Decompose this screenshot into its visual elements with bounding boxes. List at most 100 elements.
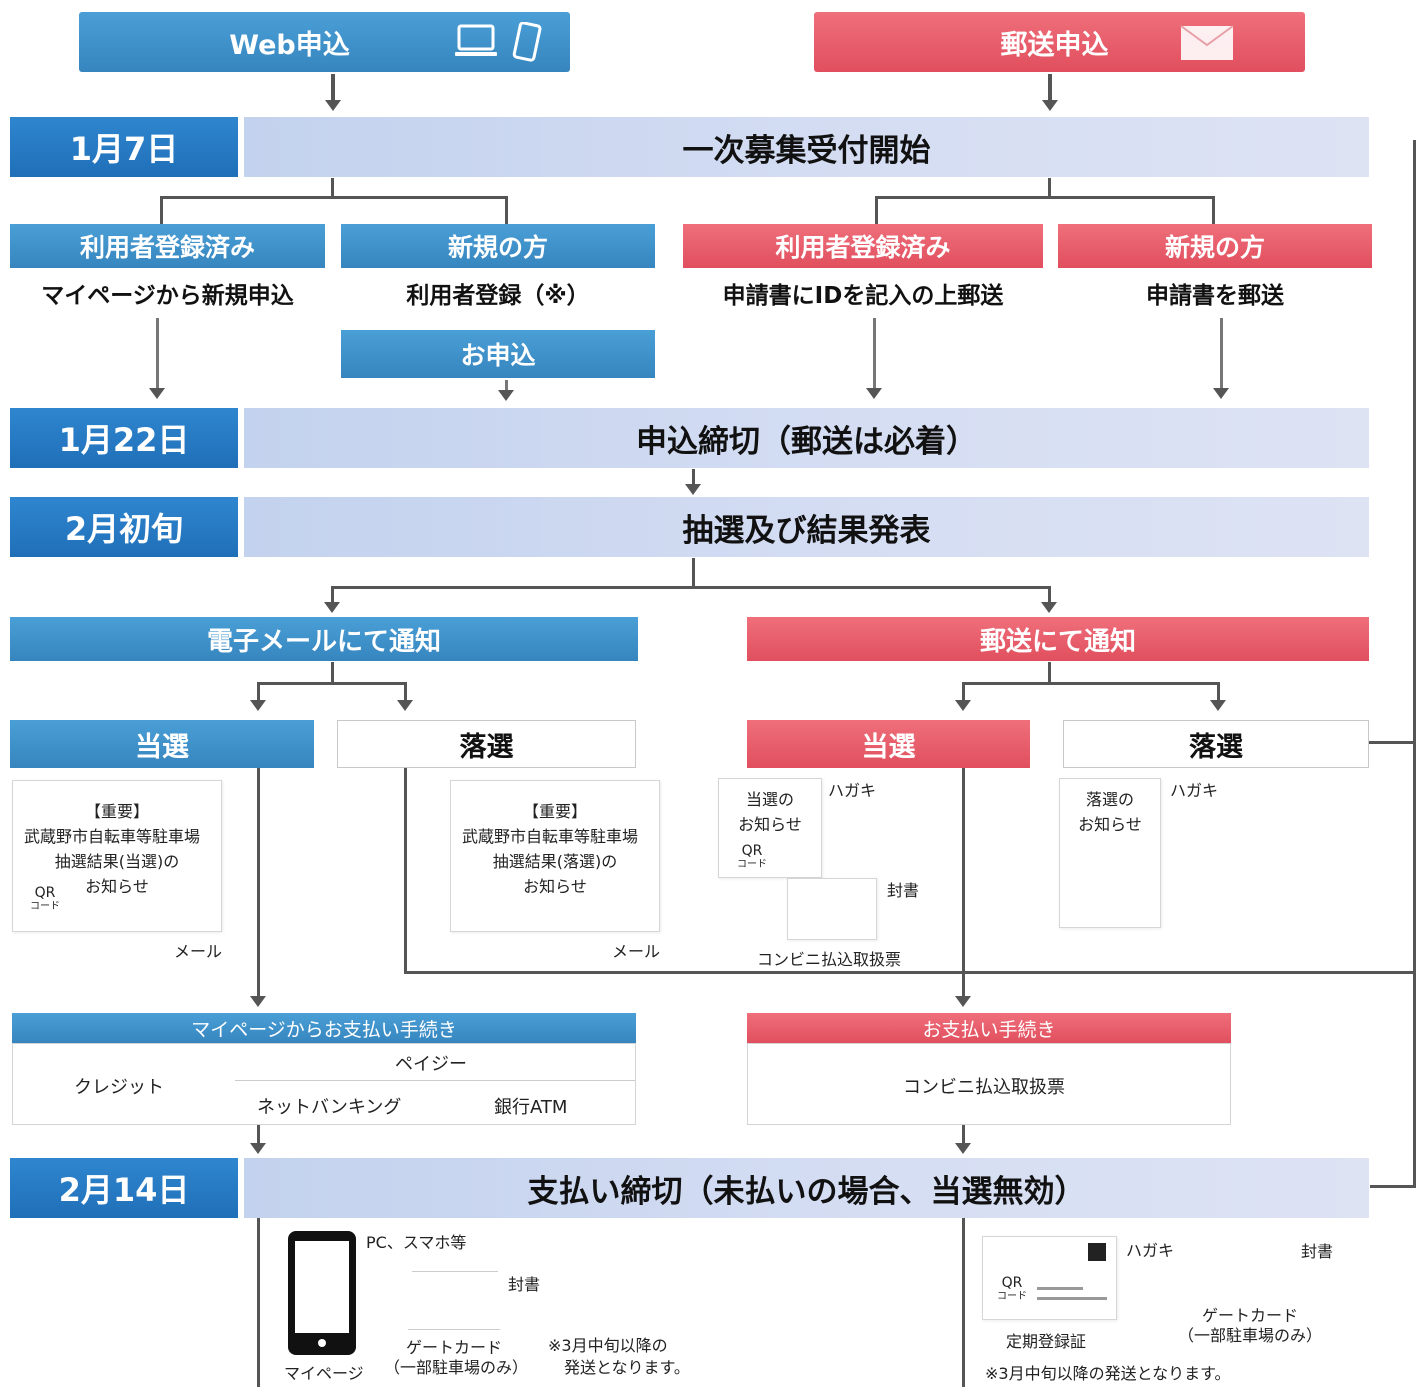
date-feb-14-label: 2月14日 [58, 1171, 190, 1209]
apply-button: お申込 [341, 330, 655, 378]
web-new-sub: 利用者登録（※） [406, 283, 590, 309]
post-win-convenience-label: コンビニ払込取扱票 [757, 950, 902, 969]
pass-card [982, 1236, 1117, 1320]
mail-new-header: 新規の方 [1058, 224, 1372, 268]
bottom-envelope-label: 封書 [508, 1275, 541, 1294]
gate-card2-note: （一部駐車場のみ） [1177, 1326, 1322, 1345]
post-win-envelope-label: 封書 [887, 881, 920, 900]
pc-label: PC、スマホ等 [366, 1233, 467, 1252]
post-win-header: 当選 [747, 720, 1030, 768]
email-notify-label: 電子メールにて通知 [206, 626, 441, 657]
web-ship-note2: 発送となります。 [564, 1358, 690, 1377]
post-payment-box [747, 1043, 1231, 1125]
post-win-postcard-label: ハガキ [828, 781, 877, 800]
atm-label: 銀行ATM [494, 1097, 568, 1118]
post-win-postcard: 当選の お知らせ [718, 778, 822, 878]
email-win-doc-line4: お知らせ [85, 877, 149, 896]
smartphone-icon [288, 1231, 356, 1355]
web-payment-box [12, 1043, 636, 1125]
gate-card2-label: ゲートカード （一部駐車場のみ） [1175, 1306, 1325, 1346]
web-ship-note1: ※3月中旬以降の [548, 1336, 668, 1355]
email-lose-doc-line2: 武蔵野市自転車等駐車場 [461, 827, 638, 846]
web-new-header: 新規の方 [341, 224, 655, 268]
band-apply-deadline-label: 申込締切（郵送は必着） [636, 423, 977, 460]
web-registered-sub: マイページから新規申込 [41, 283, 294, 309]
web-payment-title: マイページからお支払い手続き [191, 1018, 457, 1041]
web-registered-label: 利用者登録済み [79, 233, 255, 262]
post-lose-postcard: 落選の お知らせ [1059, 778, 1161, 928]
gate-card-title: ゲートカード [405, 1338, 502, 1357]
pass-label: 定期登録証 [1006, 1332, 1087, 1351]
date-jan-22-label: 1月22日 [58, 421, 190, 459]
band-recruitment-start: 一次募集受付開始 [244, 117, 1369, 177]
email-lose-doc-line4: お知らせ [523, 877, 587, 896]
web-new-label: 新規の方 [447, 233, 548, 262]
band-lottery-label: 抽選及び結果発表 [682, 512, 931, 549]
email-win-header: 当選 [10, 720, 314, 768]
post-notify-label: 郵送にて通知 [979, 626, 1136, 657]
bottom-envelope2-label: 封書 [1301, 1242, 1334, 1261]
email-win-doc-line1: 【重要】 [84, 802, 149, 821]
band-payment-deadline: 支払い締切（未払いの場合、当選無効） [244, 1158, 1369, 1218]
date-jan-22: 1月22日 [10, 408, 238, 468]
bottom-postcard-label: ハガキ [1126, 1241, 1175, 1260]
email-lose-doc-line3: 抽選結果(落選)の [492, 852, 618, 871]
payeasy-label: ペイジー [395, 1054, 467, 1075]
web-apply-label: Web申込 [229, 29, 350, 61]
mail-apply-label: 郵送申込 [1000, 29, 1109, 61]
post-win-title1: 当選の [745, 790, 794, 809]
stamp-icon [1088, 1243, 1106, 1261]
email-lose-header: 落選 [337, 720, 636, 768]
post-payment-header: お支払い手続き [747, 1013, 1231, 1043]
web-payment-header: マイページからお支払い手続き [12, 1013, 636, 1043]
email-lose-mail-label: メール [612, 942, 661, 961]
web-apply-header: Web申込 [79, 12, 570, 72]
mail-new-label: 新規の方 [1164, 233, 1265, 262]
date-feb-14: 2月14日 [10, 1158, 238, 1218]
date-jan-7-label: 1月7日 [69, 130, 179, 168]
gate-card-note: （一部駐車場のみ） [384, 1358, 529, 1377]
email-win-doc-line2: 武蔵野市自転車等駐車場 [23, 827, 200, 846]
post-lose-header: 落選 [1063, 720, 1369, 768]
web-registered-header: 利用者登録済み [10, 224, 325, 268]
mail-registered-sub: 申請書にIDを記入の上郵送 [722, 283, 1004, 309]
band-payment-deadline-label: 支払い締切（未払いの場合、当選無効） [527, 1173, 1086, 1210]
smartphone-icon [512, 21, 542, 69]
web-ship-note: ※3月中旬以降の 発送となります。 [548, 1335, 690, 1379]
gate-card-label: ゲートカード （一部駐車場のみ） [384, 1338, 529, 1378]
email-win-label: 当選 [135, 731, 189, 763]
post-win-label: 当選 [861, 731, 916, 763]
netbanking-label: ネットバンキング [257, 1097, 402, 1118]
mail-apply-header: 郵送申込 [814, 12, 1305, 72]
post-win-envelope [787, 878, 877, 940]
post-ship-note: ※3月中旬以降の発送となります。 [985, 1364, 1231, 1383]
post-payment-item: コンビニ払込取扱票 [903, 1077, 1065, 1098]
email-win-document: 【重要】 武蔵野市自転車等駐車場 抽選結果(当選)の お知らせ [12, 780, 222, 932]
email-win-mail-label: メール [174, 942, 223, 961]
band-recruitment-start-label: 一次募集受付開始 [682, 132, 931, 169]
date-jan-7: 1月7日 [10, 117, 238, 177]
date-feb-early-label: 2月初旬 [64, 510, 184, 548]
post-lose-title1: 落選の [1085, 790, 1134, 809]
envelope-icon [1180, 25, 1234, 68]
email-lose-document: 【重要】 武蔵野市自転車等駐車場 抽選結果(落選)の お知らせ [450, 780, 660, 932]
gate-card2-title: ゲートカード [1201, 1306, 1298, 1325]
band-apply-deadline: 申込締切（郵送は必着） [244, 408, 1369, 468]
laptop-icon [454, 24, 498, 67]
mail-registered-header: 利用者登録済み [683, 224, 1043, 268]
post-lose-label: 落選 [1189, 731, 1243, 763]
post-win-title2: お知らせ [738, 815, 802, 834]
email-win-doc-line3: 抽選結果(当選)の [54, 852, 180, 871]
mypage-label: マイページ [284, 1364, 364, 1383]
mail-registered-label: 利用者登録済み [775, 233, 951, 262]
mail-new-sub: 申請書を郵送 [1146, 283, 1284, 309]
email-notify-header: 電子メールにて通知 [10, 617, 638, 661]
date-feb-early: 2月初旬 [10, 497, 238, 557]
email-lose-doc-line1: 【重要】 [522, 802, 587, 821]
post-payment-title: お支払い手続き [922, 1018, 1056, 1041]
post-lose-postcard-label: ハガキ [1170, 781, 1219, 800]
post-lose-title2: お知らせ [1078, 815, 1142, 834]
post-notify-header: 郵送にて通知 [747, 617, 1369, 661]
